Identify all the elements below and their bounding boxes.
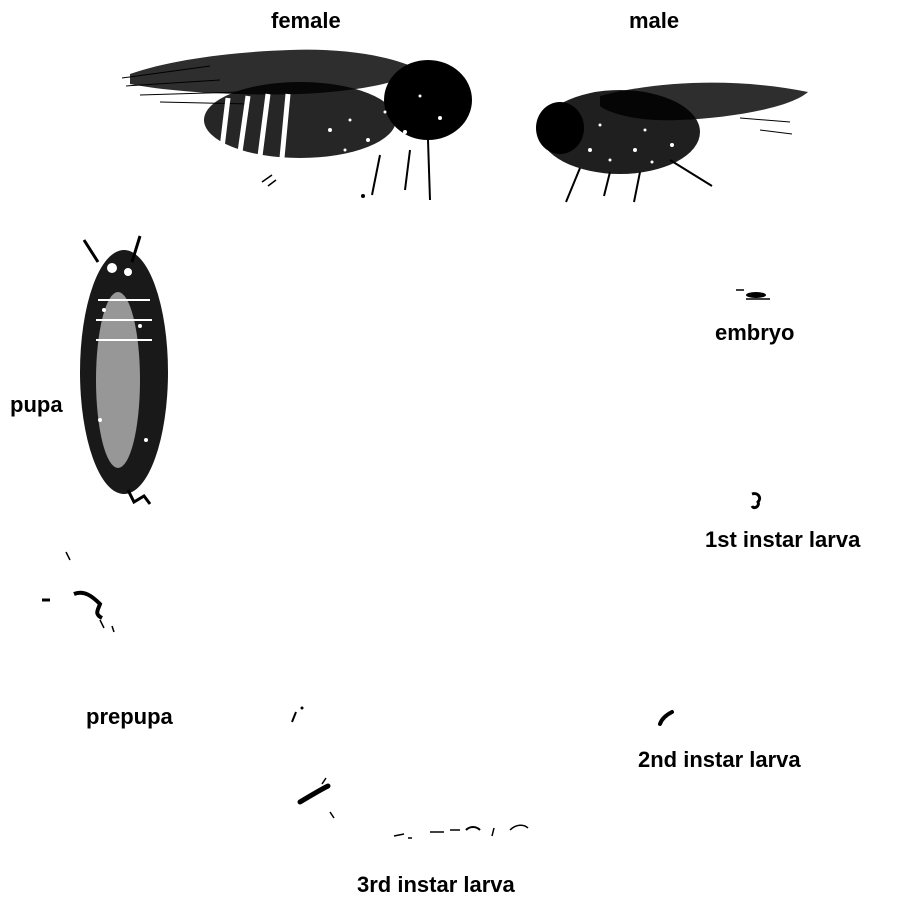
third-instar-larva-illustration xyxy=(0,0,900,900)
drosophila-life-cycle-figure: female male embryo pupa 1st instar larva… xyxy=(0,0,900,900)
